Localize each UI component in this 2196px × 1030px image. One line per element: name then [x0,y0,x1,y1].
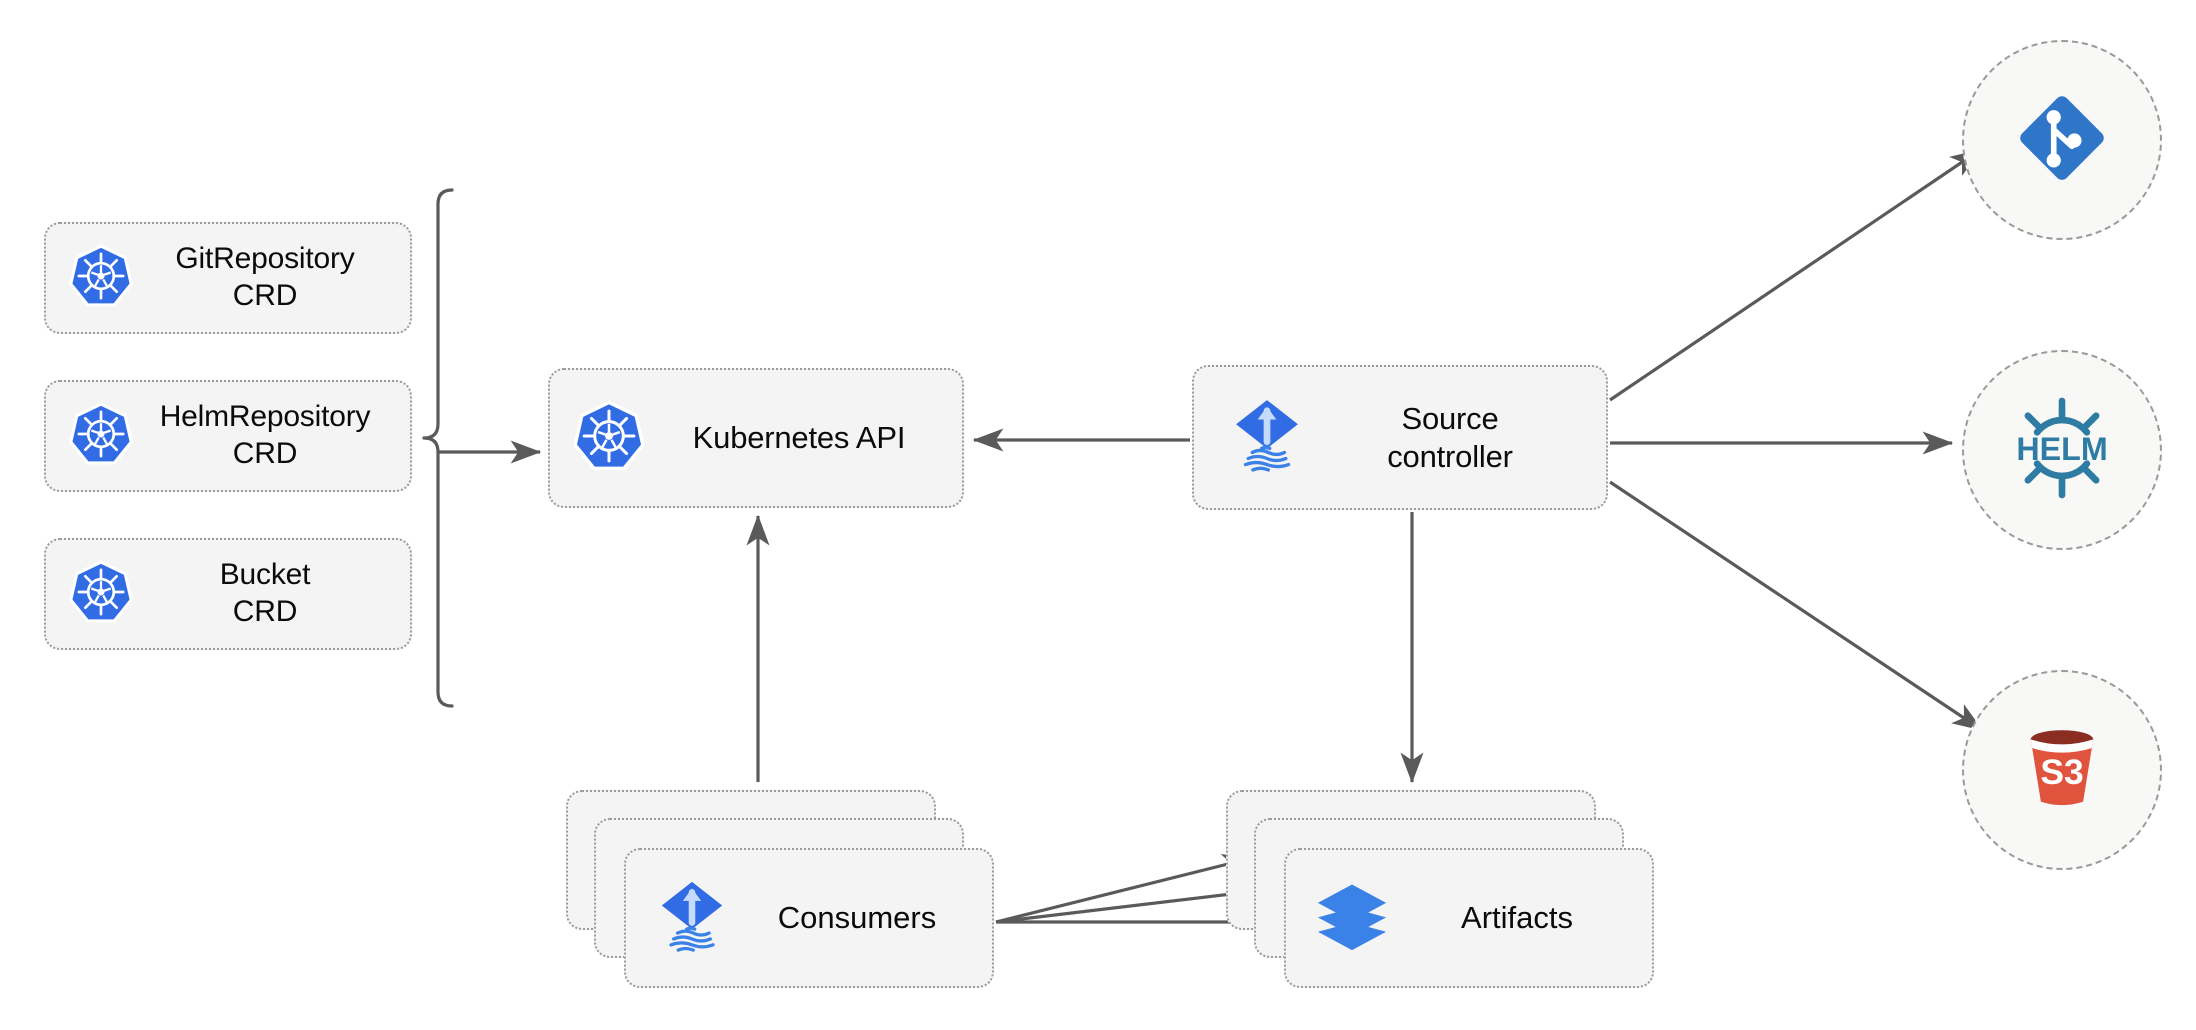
kubernetes-icon [572,399,646,478]
consumers-label: Consumers [777,900,937,935]
source-controller-node[interactable]: Source controller [1192,365,1608,510]
git-icon [2009,85,2115,196]
edge-source-to-s3 [1609,480,1984,732]
kubernetes-icon [68,243,134,314]
kubernetes-api-node[interactable]: Kubernetes API [548,368,964,508]
layers-icon [1310,874,1394,963]
artifacts-label: Artifacts [1461,900,1573,935]
kubernetes-icon [68,559,134,630]
artifacts-node[interactable]: Artifacts [1226,790,1656,990]
crd-card-bucket[interactable]: Bucket CRD [44,538,412,650]
external-source-git[interactable] [1962,40,2162,240]
consumers-sheet-front[interactable]: Consumers [624,848,994,988]
flux-icon [650,874,734,963]
crd-card-label: HelmRepository CRD [159,400,371,470]
edge-consumers-to-artifacts-back [995,853,1254,924]
kubernetes-icon [68,401,134,472]
crd-group-bracket [422,188,454,708]
external-source-helm[interactable]: HELM [1962,350,2162,550]
consumers-node[interactable]: Consumers [566,790,996,990]
crd-card-helmrepository[interactable]: HelmRepository CRD [44,380,412,492]
flux-icon [1224,392,1310,483]
helm-wordmark: HELM [2016,430,2107,466]
kubernetes-api-label: Kubernetes API [692,420,906,456]
crd-card-gitrepository[interactable]: GitRepository CRD [44,222,412,334]
s3-wordmark: S3 [2040,752,2083,792]
edge-source-to-git [1609,148,1982,402]
source-controller-label: Source controller [1387,400,1513,474]
s3-icon: S3 [2008,714,2116,827]
artifacts-sheet-front[interactable]: Artifacts [1284,848,1654,988]
crd-card-label: Bucket CRD [219,558,311,628]
helm-icon: HELM [2003,389,2121,512]
external-source-s3[interactable]: S3 [1962,670,2162,870]
crd-card-label: GitRepository CRD [175,242,355,312]
